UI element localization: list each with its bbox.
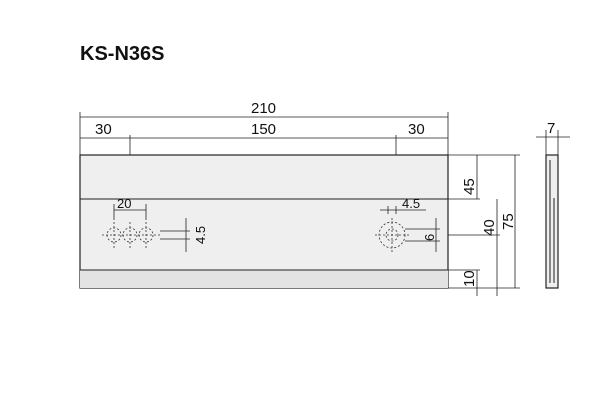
hole-height-label: 40 [481,219,498,236]
upper-height-label: 45 [461,178,478,195]
right-margin-label: 30 [408,121,425,138]
left-margin-label: 30 [95,121,112,138]
overall-width-label: 210 [251,100,276,117]
plate-body [79,154,449,289]
plate-side-view: 7 [536,120,570,289]
overall-height-label: 75 [500,213,517,230]
slot-length-label: 20 [117,196,131,211]
thickness-label: 7 [547,120,555,137]
right-hole-dia-label: 4.5 [402,196,420,211]
top-dimensions: 210 30 150 30 [79,100,449,155]
bottom-height-label: 10 [461,270,478,287]
plate-bottom-flange [80,270,448,288]
right-dimensions: 45 40 75 10 [448,154,520,296]
plate-front-view [79,154,449,289]
left-slot-holes: 20 4.5 [102,196,208,252]
counterbore-dia-label: 6 [422,234,437,241]
model-title: KS-N36S [80,43,164,65]
left-hole-dia-label: 4.5 [193,226,208,244]
right-counterbore-hole: 4.5 6 [375,196,440,252]
hole-spacing-label: 150 [251,121,276,138]
